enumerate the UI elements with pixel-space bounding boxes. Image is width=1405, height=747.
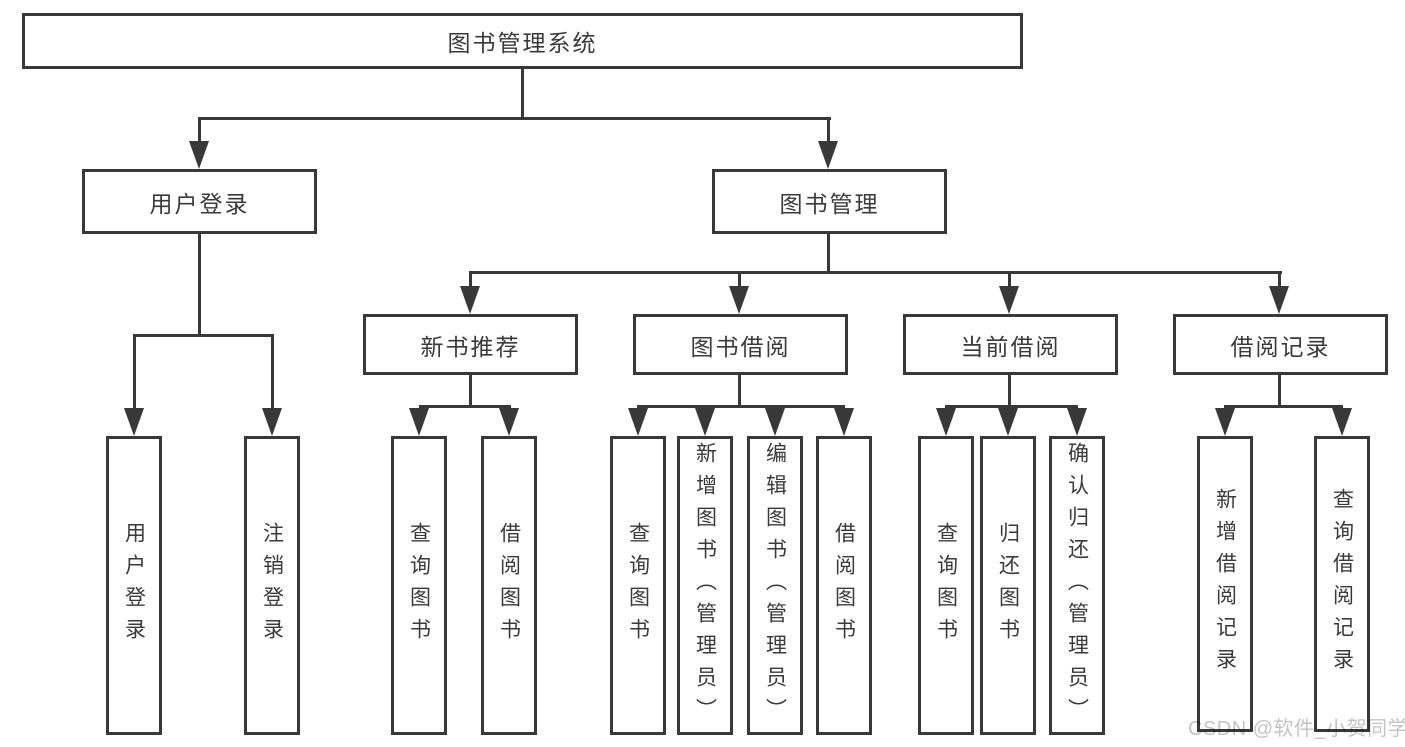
node-login: 用户登录 <box>82 169 317 234</box>
arrowhead-current-leaf1-icon <box>936 408 956 436</box>
arrowhead-borrow-icon <box>729 286 749 314</box>
leaf-login-1: 用户登录 <box>106 436 162 735</box>
connector-root-stub <box>521 68 524 117</box>
connector-borrow-shaft <box>738 271 741 287</box>
connector-login-bar <box>133 334 274 337</box>
leaf-borrow-2: 新增图书（管理员） <box>677 436 733 735</box>
arrowhead-records-leaf1-icon <box>1215 408 1235 436</box>
connector-manage-shaft <box>827 117 830 145</box>
connector-manage-down <box>827 233 830 273</box>
leaf-recommend-1-label: 查询图书 <box>407 521 431 650</box>
node-recommend-label: 新书推荐 <box>420 333 521 360</box>
arrowhead-current-leaf2-icon <box>998 408 1018 436</box>
connector-records-shaft <box>1278 271 1281 287</box>
node-login-label: 用户登录 <box>149 190 250 217</box>
node-manage: 图书管理 <box>712 169 947 234</box>
leaf-borrow-1: 查询图书 <box>610 436 666 735</box>
watermark: CSDN @软件_小贺同学 <box>1188 718 1405 740</box>
leaf-borrow-2-label: 新增图书（管理员） <box>693 441 717 730</box>
leaf-borrow-3: 编辑图书（管理员） <box>747 436 803 735</box>
leaf-login-2-label: 注销登录 <box>260 521 284 650</box>
arrowhead-login-leaf1-icon <box>124 408 144 436</box>
leaf-recommend-1: 查询图书 <box>391 436 447 735</box>
arrowhead-borrow-leaf3-icon <box>765 408 785 436</box>
connector-login-leaf1-shaft <box>133 334 136 409</box>
node-borrow-label: 图书借阅 <box>690 333 791 360</box>
connector-borrow-bar <box>637 405 845 408</box>
leaf-recommend-2-label: 借阅图书 <box>497 521 521 650</box>
arrowhead-records-leaf2-icon <box>1332 408 1352 436</box>
leaf-records-1: 新增借阅记录 <box>1197 436 1253 732</box>
arrowhead-borrow-leaf2-icon <box>695 408 715 436</box>
leaf-borrow-4-label: 借阅图书 <box>832 521 856 650</box>
arrowhead-login-leaf2-icon <box>262 408 282 436</box>
leaf-borrow-1-label: 查询图书 <box>626 521 650 650</box>
leaf-current-3: 确认归还（管理员） <box>1049 436 1105 735</box>
leaf-current-2-label: 归还图书 <box>996 521 1020 650</box>
arrowhead-borrow-leaf4-icon <box>834 408 854 436</box>
leaf-login-2: 注销登录 <box>244 436 300 735</box>
leaf-records-2: 查询借阅记录 <box>1314 436 1370 732</box>
connector-login-down <box>198 233 201 334</box>
node-root: 图书管理系统 <box>22 13 1023 69</box>
leaf-borrow-4: 借阅图书 <box>816 436 872 735</box>
connector-login-leaf2-shaft <box>271 334 274 409</box>
connector-level2-bar <box>198 117 831 120</box>
node-manage-label: 图书管理 <box>779 190 880 217</box>
arrowhead-current-leaf3-icon <box>1067 408 1087 436</box>
leaf-login-1-label: 用户登录 <box>122 521 146 650</box>
arrowhead-manage-icon <box>818 141 838 169</box>
arrowhead-borrow-leaf1-icon <box>628 408 648 436</box>
node-records: 借阅记录 <box>1173 314 1388 375</box>
arrowhead-recommend-icon <box>460 286 480 314</box>
node-current: 当前借阅 <box>903 314 1118 375</box>
connector-current-shaft <box>1008 271 1011 287</box>
leaf-current-1-label: 查询图书 <box>934 521 958 650</box>
connector-login-shaft <box>198 117 201 145</box>
connector-records-down <box>1278 374 1281 407</box>
arrowhead-login-icon <box>189 141 209 169</box>
connector-recommend-bar <box>419 405 511 408</box>
leaf-current-1: 查询图书 <box>918 436 974 735</box>
node-current-label: 当前借阅 <box>960 333 1061 360</box>
arrowhead-recommend-leaf2-icon <box>499 408 519 436</box>
connector-current-down <box>1008 374 1011 407</box>
leaf-records-2-label: 查询借阅记录 <box>1330 488 1354 680</box>
node-borrow: 图书借阅 <box>633 314 848 375</box>
connector-recommend-shaft <box>469 271 472 287</box>
leaf-borrow-3-label: 编辑图书（管理员） <box>763 441 787 730</box>
leaf-current-2: 归还图书 <box>980 436 1036 735</box>
connector-borrow-down <box>738 374 741 407</box>
node-records-label: 借阅记录 <box>1230 333 1331 360</box>
arrowhead-recommend-leaf1-icon <box>409 408 429 436</box>
connector-recommend-down <box>469 374 472 407</box>
connector-level3-bar <box>469 271 1282 274</box>
arrowhead-current-icon <box>999 286 1019 314</box>
leaf-records-1-label: 新增借阅记录 <box>1213 488 1237 680</box>
node-recommend: 新书推荐 <box>363 314 578 375</box>
leaf-recommend-2: 借阅图书 <box>481 436 537 735</box>
node-root-label: 图书管理系统 <box>447 30 598 56</box>
connector-records-bar <box>1224 405 1343 408</box>
leaf-current-3-label: 确认归还（管理员） <box>1065 441 1089 730</box>
connector-current-bar <box>945 405 1078 408</box>
arrowhead-records-icon <box>1269 286 1289 314</box>
